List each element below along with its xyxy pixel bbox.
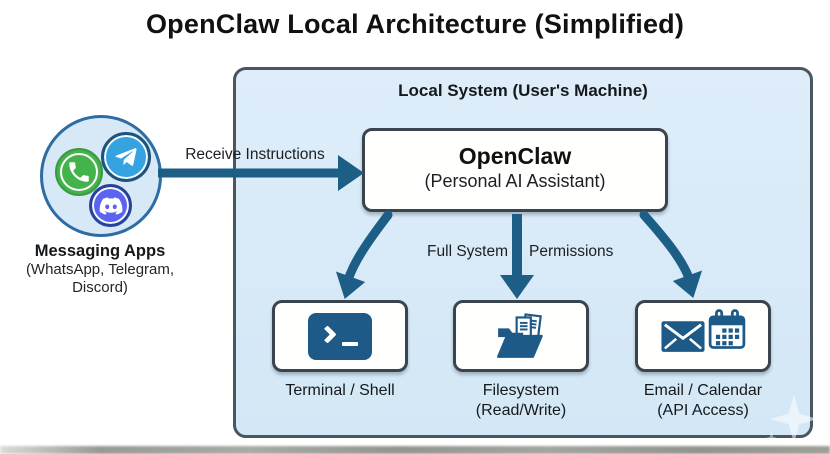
- whatsapp-ring: [60, 153, 98, 191]
- filesystem-label-1: Filesystem: [482, 382, 560, 399]
- filesystem-node: [453, 300, 589, 372]
- email-calendar-node: [635, 300, 771, 372]
- receive-instructions-label: Receive Instructions: [185, 146, 325, 163]
- diagram-title: OpenClaw Local Architecture (Simplified): [145, 9, 685, 39]
- telegram-icon: [101, 132, 151, 182]
- terminal-icon: [308, 312, 372, 360]
- filesystem-caption: Filesystem (Read/Write): [431, 381, 611, 420]
- full-system-label: Full System: [427, 243, 508, 260]
- email-calendar-label-1: Email / Calendar: [643, 382, 763, 399]
- email-calendar-caption: Email / Calendar (API Access): [613, 381, 793, 420]
- email-calendar-label-2: (API Access): [657, 401, 749, 419]
- messaging-apps-subtitle-2: Discord): [72, 279, 128, 296]
- bottom-cutoff-band: [0, 446, 830, 454]
- local-system-label: Local System (User's Machine): [398, 81, 648, 100]
- paper-plane-glyph: [115, 148, 137, 166]
- messaging-apps-subtitle-1: (WhatsApp, Telegram,: [25, 261, 175, 278]
- phone-glyph: [69, 162, 89, 182]
- messaging-apps-group: [40, 115, 162, 237]
- messaging-apps-title: Messaging Apps: [34, 242, 166, 260]
- envelope-icon: [661, 321, 705, 352]
- discord-glyph: [99, 196, 122, 215]
- terminal-chevron-glyph: [318, 324, 337, 344]
- calendar-icon: [708, 309, 746, 355]
- terminal-label: Terminal / Shell: [285, 382, 395, 399]
- filesystem-label-2: (Read/Write): [475, 401, 567, 419]
- filesystem-icon: [497, 313, 543, 358]
- openclaw-node: OpenClaw (Personal AI Assistant): [362, 128, 668, 212]
- discord-icon: [89, 184, 132, 227]
- email-calendar-icon: [660, 309, 746, 355]
- terminal-caption: Terminal / Shell: [250, 381, 430, 401]
- permissions-label: Permissions: [529, 243, 614, 260]
- whatsapp-icon: [55, 148, 103, 196]
- messaging-apps-caption: Messaging Apps (WhatsApp, Telegram, Disc…: [8, 242, 192, 297]
- terminal-node: [272, 300, 408, 372]
- openclaw-subtitle: (Personal AI Assistant): [424, 171, 606, 192]
- terminal-underscore-glyph: [342, 341, 358, 346]
- openclaw-title: OpenClaw: [458, 143, 572, 169]
